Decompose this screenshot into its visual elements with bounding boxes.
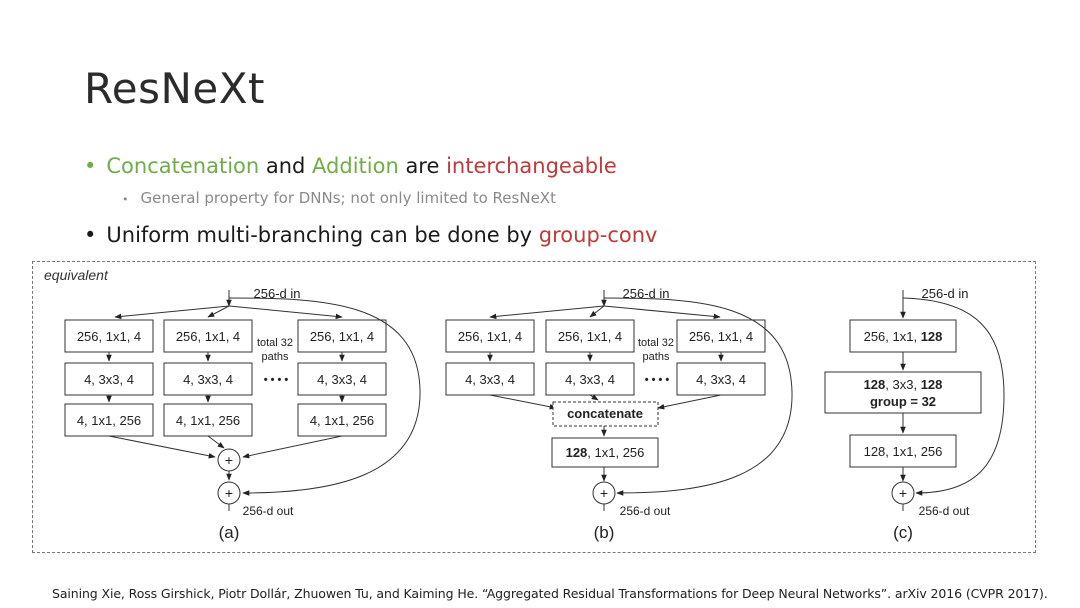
block-b [445,290,793,511]
a-plus-1: + [225,452,233,468]
a-caption: (a) [219,523,240,542]
c-box1-bold: 128 [921,329,943,344]
a-total-paths-2: paths [262,351,289,363]
bullet1-are: are [398,154,447,178]
a-box-row3-1: 4, 1x1, 256 [77,413,141,428]
interchangeable-term: interchangeable [446,154,617,178]
citation: Saining Xie, Ross Girshick, Piotr Dollár… [52,586,1048,601]
equivalent-label: equivalent [44,267,109,283]
diagram-frame [32,261,1036,553]
b-box-row2-3: 4, 3x3, 4 [696,372,746,387]
c-box2-line1: 128, 3x3, 128 [864,377,943,392]
bullet1-and: and [259,154,313,178]
c-plus: + [899,485,907,501]
b-ellipsis: • • • • [645,374,670,386]
c-box2-line2: group = 32 [870,394,936,409]
a-ellipsis: • • • • [264,374,289,386]
b-box-row1-1: 256, 1x1, 4 [458,329,522,344]
c-box3: 128, 1x1, 256 [864,444,943,459]
b-final-bold: 128 [566,445,588,460]
b-total-paths-2: paths [643,351,670,363]
b-box-row2-2: 4, 3x3, 4 [565,372,615,387]
b-out-label: 256-d out [620,504,671,518]
bullet-dot: • [84,154,97,178]
a-box-row3-3: 4, 1x1, 256 [310,413,374,428]
a-box-row1-3: 256, 1x1, 4 [310,329,374,344]
a-box-row2-2: 4, 3x3, 4 [183,372,233,387]
b-box-row1-2: 256, 1x1, 4 [558,329,622,344]
slide-title: ResNeXt [84,64,266,113]
b-in-label: 256-d in [623,286,670,301]
b-box-row2-1: 4, 3x3, 4 [465,372,515,387]
a-out-label: 256-d out [243,504,294,518]
subbullet-text: General property for DNNs; not only limi… [140,189,556,207]
a-box-row1-1: 256, 1x1, 4 [77,329,141,344]
c-box2-rest: , 3x3, [885,377,920,392]
block-c [824,290,1005,511]
a-box-row2-1: 4, 3x3, 4 [84,372,134,387]
b-box-row1-3: 256, 1x1, 4 [689,329,753,344]
b-total-paths-1: total 32 [638,337,674,349]
bullet-concat-addition: • Concatenation and Addition are intercha… [84,154,617,178]
group-conv-term: group-conv [538,223,658,247]
b-plus: + [600,485,608,501]
c-out-label: 256-d out [919,504,970,518]
b-final-box: 128, 1x1, 256 [566,445,645,460]
a-box-row2-3: 4, 3x3, 4 [317,372,367,387]
a-box-row1-2: 256, 1x1, 4 [176,329,240,344]
bullet2-text: Uniform multi-branching can be done by [106,223,539,247]
c-box1-rest: 256, 1x1, [864,329,921,344]
a-total-paths-1: total 32 [257,337,293,349]
c-box2-bold-a: 128 [864,377,886,392]
a-in-label: 256-d in [254,286,301,301]
subbullet-dot: • [122,193,129,206]
a-plus-2: + [225,485,233,501]
block-a [64,290,421,511]
c-box1: 256, 1x1, 128 [864,329,943,344]
subbullet-general-property: • General property for DNNs; not only lim… [122,189,556,207]
bullet-group-conv: •Uniform multi-branching can be done by … [84,223,657,247]
c-caption: (c) [893,523,913,542]
c-in-label: 256-d in [922,286,969,301]
a-box-row3-2: 4, 1x1, 256 [176,413,240,428]
addition-term: Addition [312,154,399,178]
b-concatenate: concatenate [567,406,643,421]
b-caption: (b) [594,523,615,542]
b-final-rest: , 1x1, 256 [587,445,644,460]
bullet-dot: • [84,223,97,247]
c-box2-bold-b: 128 [921,377,943,392]
concatenation-term: Concatenation [106,154,260,178]
